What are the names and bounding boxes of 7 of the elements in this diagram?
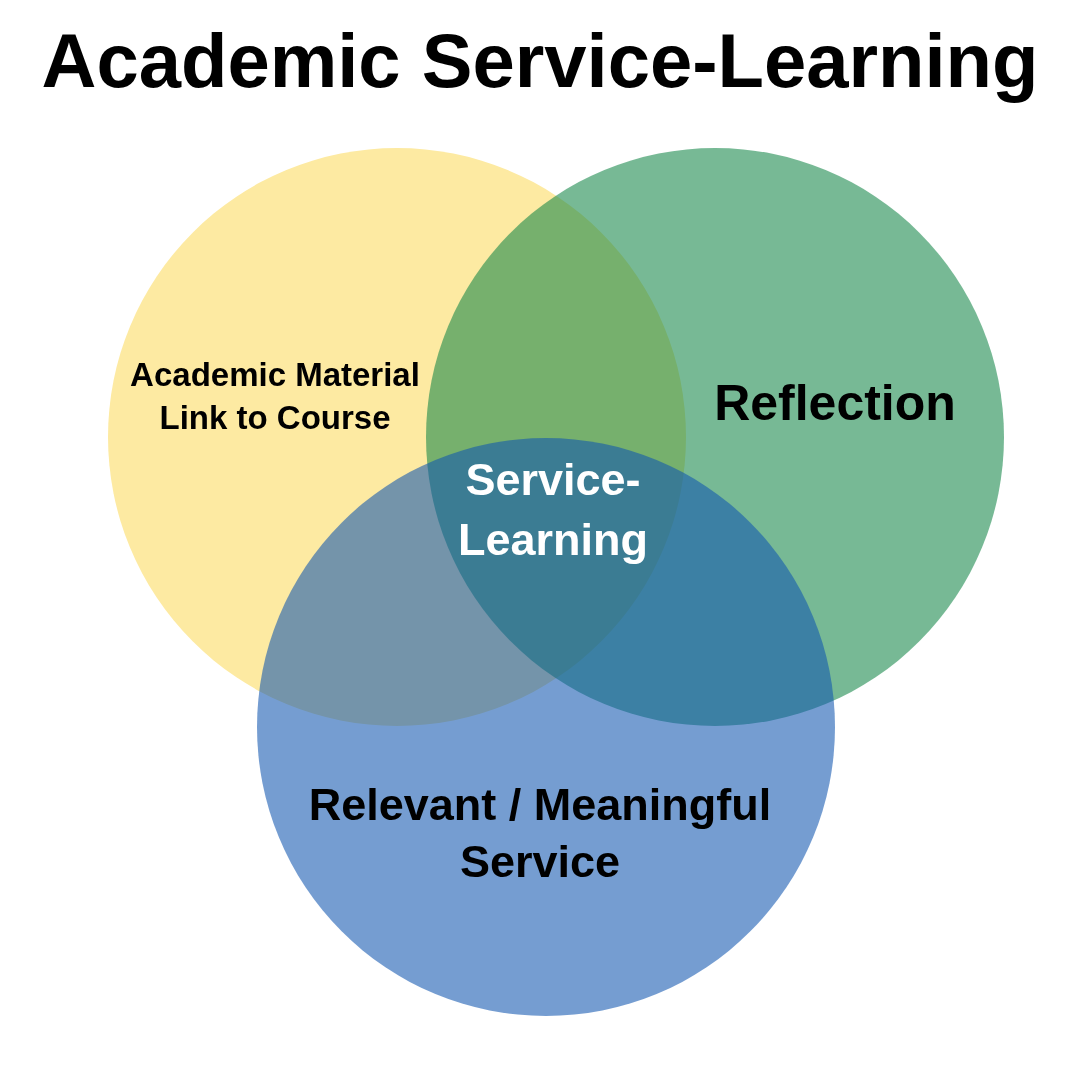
circle-label: Relevant / Meaningful Service <box>307 778 773 889</box>
venn-circle <box>108 148 686 726</box>
circle-label: Academic Material Link to Course <box>129 355 421 438</box>
venn-circle <box>257 438 835 1016</box>
title: Academic Service-Learning <box>40 17 1040 105</box>
circle-label: Reflection <box>713 374 957 432</box>
overlap-label: Service-Learning <box>457 453 649 567</box>
